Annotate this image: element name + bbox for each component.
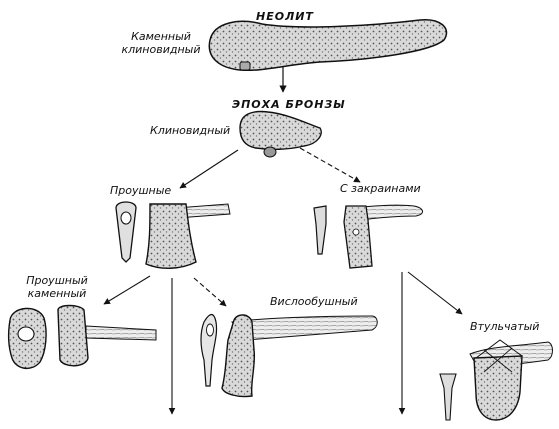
drooping-butt-label: Вислообушный	[270, 295, 358, 308]
era-bronze-age-label: ЭПОХА БРОНЗЫ	[232, 98, 346, 111]
drooping-butt-axe-icon	[221, 314, 378, 398]
stone-shaft-hole-axe-icon	[7, 304, 157, 369]
arrow-to-drooping-butt	[193, 277, 227, 307]
neolithic-wedge-label-line1: Каменный	[131, 30, 191, 43]
socketed-label: Втульчатый	[470, 320, 540, 333]
stone-shaft-hole-label-line2: каменный	[27, 287, 87, 300]
bronze-wedge-label: Клиновидный	[150, 124, 231, 137]
shaft-hole-cross-section-icon	[200, 313, 218, 387]
stone-shaft-hole-label-line1: Проушный	[26, 274, 88, 287]
flanged-axe-icon	[313, 204, 423, 269]
era-neolithic-label: НЕОЛИТ	[256, 10, 314, 23]
arrow-to-flanged	[299, 147, 361, 183]
stone-shaft-hole-label: Проушный каменный	[22, 274, 92, 300]
shaft-hole-label: Проушные	[110, 184, 172, 197]
arrow-to-shaft-hole	[179, 149, 239, 189]
arrow-to-socketed	[407, 271, 463, 315]
neolithic-stone-axe-icon	[208, 19, 448, 72]
bronze-wedge-axe-icon	[239, 110, 322, 158]
shaft-hole-axe-icon	[115, 201, 231, 269]
neolithic-wedge-label-line2: клиновидный	[121, 43, 201, 56]
neolithic-wedge-label: Каменный клиновидный	[118, 30, 204, 56]
arrow-to-stone-shaft-hole	[103, 275, 151, 305]
flanged-label: С закраинами	[340, 182, 421, 195]
socketed-axe-icon	[439, 339, 553, 421]
